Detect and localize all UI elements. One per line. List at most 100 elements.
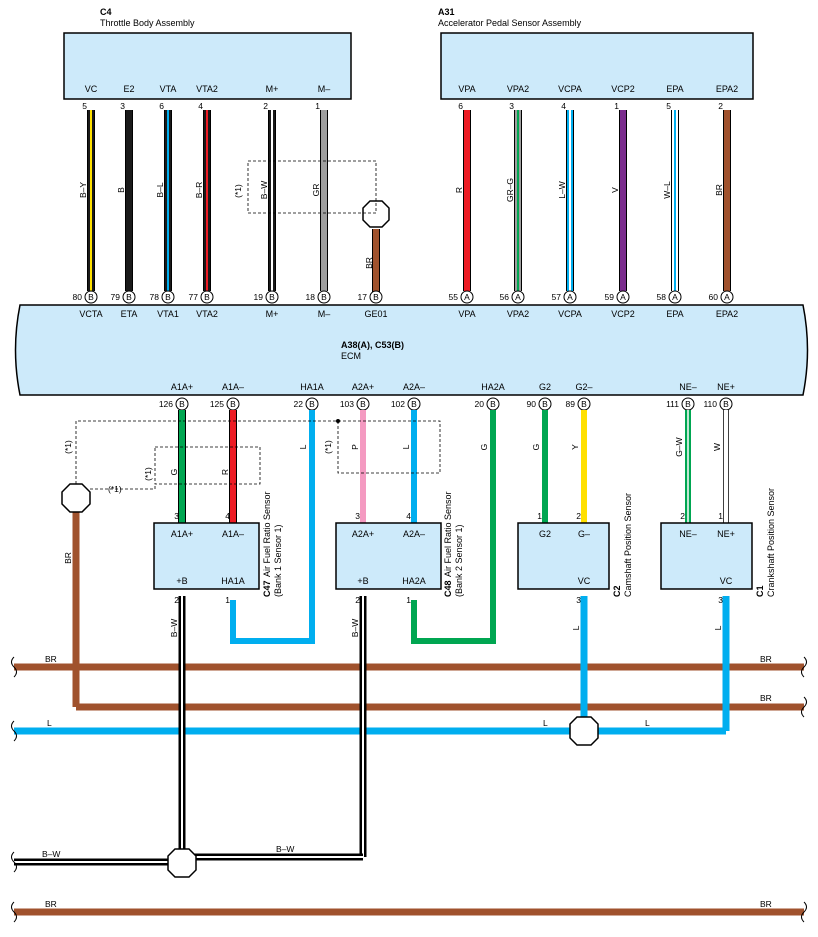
c2-term-1: G2	[539, 529, 551, 539]
shield-note-2: (*1)	[63, 440, 73, 454]
ecm-top-pin-num-9: 57	[552, 292, 562, 302]
throttle-wire-code-2: B–L	[155, 182, 165, 197]
c48-term-4: HA2A	[402, 576, 426, 586]
throttle-wire-4: B–WM+2	[259, 84, 278, 291]
accel-wire-3: V VCP2 1	[610, 84, 635, 291]
ecm-top-pin-1: B	[122, 290, 136, 304]
throttle-name: Throttle Body Assembly	[100, 18, 195, 28]
ecm-bottom-pin-label-9: NE+	[717, 382, 735, 392]
ecm-bottom-pin-5-letter: B	[490, 399, 496, 409]
c1-term-2: NE+	[717, 529, 735, 539]
wire-code-y: Y	[570, 444, 580, 450]
bus-l-left: L	[47, 718, 52, 728]
wire-code-l-c1: L	[713, 625, 723, 630]
c48-term-1: A2A+	[352, 529, 374, 539]
wire-code-br-left: BR	[63, 552, 73, 564]
ecm-bottom-pin-label-7: G2–	[575, 382, 592, 392]
ecm-bottom-pin-label-2: HA1A	[300, 382, 324, 392]
c1-term-3: VC	[720, 576, 733, 586]
shield-lines	[75, 420, 441, 490]
ecm-top-pin-num-11: 58	[657, 292, 667, 302]
ecm-bottom-pin-0-letter: B	[179, 399, 185, 409]
ecm-top-pin-label-9: VCPA	[558, 309, 582, 319]
ecm-top-pin-6: B	[369, 290, 383, 304]
ecm-top-pin-num-1: 79	[111, 292, 121, 302]
ecm-top-pin-label-3: VTA2	[196, 309, 218, 319]
accel-wire-code-4: W–L	[662, 181, 672, 199]
throttle-term-label-1: E2	[123, 84, 134, 94]
ecm-bottom-pin-7-letter: B	[581, 399, 587, 409]
c47-pin-4: 1	[225, 595, 230, 605]
ecm-top-pin-2-letter: B	[165, 292, 171, 302]
ecm-top-pin-4: B	[265, 290, 279, 304]
ecm-bottom-pin-label-6: G2	[539, 382, 551, 392]
ge01-wire-code: BR	[364, 257, 374, 269]
throttle-term-label-0: VC	[85, 84, 98, 94]
throttle-wire-code-0: B–Y	[78, 182, 88, 198]
c48-sub: (Bank 2 Sensor 1)	[454, 524, 464, 597]
ecm-bottom-pin-num-9: 110	[703, 399, 717, 409]
accel-term-label-0: VPA	[458, 84, 475, 94]
c2-term-3: VC	[578, 576, 591, 586]
ecm-top-pin-7-letter: A	[464, 292, 470, 302]
throttle-code: C4	[100, 7, 112, 17]
ecm-bottom-pin-label-1: A1A–	[222, 382, 244, 392]
c2-term-2: G–	[578, 529, 590, 539]
ecm-bottom-pin-8: B	[681, 397, 695, 411]
c2-pin-3: 3	[576, 595, 581, 605]
shield-note-3: (*1)	[143, 467, 153, 481]
bus-br1-left: BR	[45, 654, 57, 664]
sensor-c48: 3 4 A2A+ A2A– +B HA2A 2 1 C48 Air Fuel R…	[335, 491, 464, 605]
wire-code-g2: G	[531, 444, 541, 451]
throttle-wire-code-3: B–R	[194, 182, 204, 199]
ecm-top-pin-4-letter: B	[269, 292, 275, 302]
ecm-top-pin-label-4: M+	[266, 309, 279, 319]
ecm-top-pin-num-8: 56	[500, 292, 510, 302]
ecm-bottom-pin-0: B	[175, 397, 189, 411]
c1-code: C1	[755, 585, 765, 597]
accel-term-label-3: VCP2	[611, 84, 635, 94]
c1-name: Crankshaft Position Sensor	[766, 488, 776, 597]
accel-wire-code-3: V	[610, 187, 620, 193]
wire-code-gw: G–W	[674, 437, 684, 456]
wire-code-ha1a: L	[298, 444, 308, 449]
c47-term-3: +B	[176, 576, 187, 586]
ecm-bottom-pin-2: B	[305, 397, 319, 411]
ecm-top-pin-label-2: VTA1	[157, 309, 179, 319]
ecm-bottom-pin-label-0: A1A+	[171, 382, 193, 392]
throttle-term-pin-4: 2	[263, 101, 268, 111]
throttle-term-pin-3: 4	[198, 101, 203, 111]
bus-br3-left: BR	[45, 899, 57, 909]
c47-pin-1: 3	[174, 511, 179, 521]
ecm-bottom-pin-7: B	[577, 397, 591, 411]
accel-term-pin-2: 4	[561, 101, 566, 111]
ecm-bottom-pin-label-4: A2A–	[403, 382, 425, 392]
ecm-top-pin-label-5: M–	[318, 309, 331, 319]
accel-term-label-1: VPA2	[507, 84, 529, 94]
throttle-term-label-5: M–	[318, 84, 331, 94]
ecm-top-pin-label-10: VCP2	[611, 309, 635, 319]
ecm-top-pin-label-6: GE01	[364, 309, 387, 319]
shield-note-5: (*1)	[323, 440, 333, 454]
ecm-top-pin-12-letter: A	[724, 292, 730, 302]
ecm-top-pin-0: B	[84, 290, 98, 304]
bus-br2-right: BR	[760, 693, 772, 703]
accel-box	[440, 32, 754, 100]
accel-name: Accelerator Pedal Sensor Assembly	[438, 18, 582, 28]
ecm-top-pin-label-1: ETA	[121, 309, 138, 319]
accel-term-pin-3: 1	[614, 101, 619, 111]
ecm-top-pin-label-0: VCTA	[79, 309, 102, 319]
ecm-top-pin-3-letter: B	[204, 292, 210, 302]
ecm-top-pin-num-6: 17	[358, 292, 368, 302]
ge01-splice	[362, 200, 390, 228]
c2-name: Camshaft Position Sensor	[623, 493, 633, 597]
c48-pin-3: 2	[355, 595, 360, 605]
accel-wire-code-5: BR	[714, 184, 724, 196]
wire-code-r1: R	[220, 469, 230, 475]
sensor-c2: 1 2 G2 G– VC 3 C2 Camshaft Position Sens…	[517, 493, 633, 605]
ecm-bottom-pin-9: B	[719, 397, 733, 411]
ecm-top-pin-num-7: 55	[449, 292, 459, 302]
